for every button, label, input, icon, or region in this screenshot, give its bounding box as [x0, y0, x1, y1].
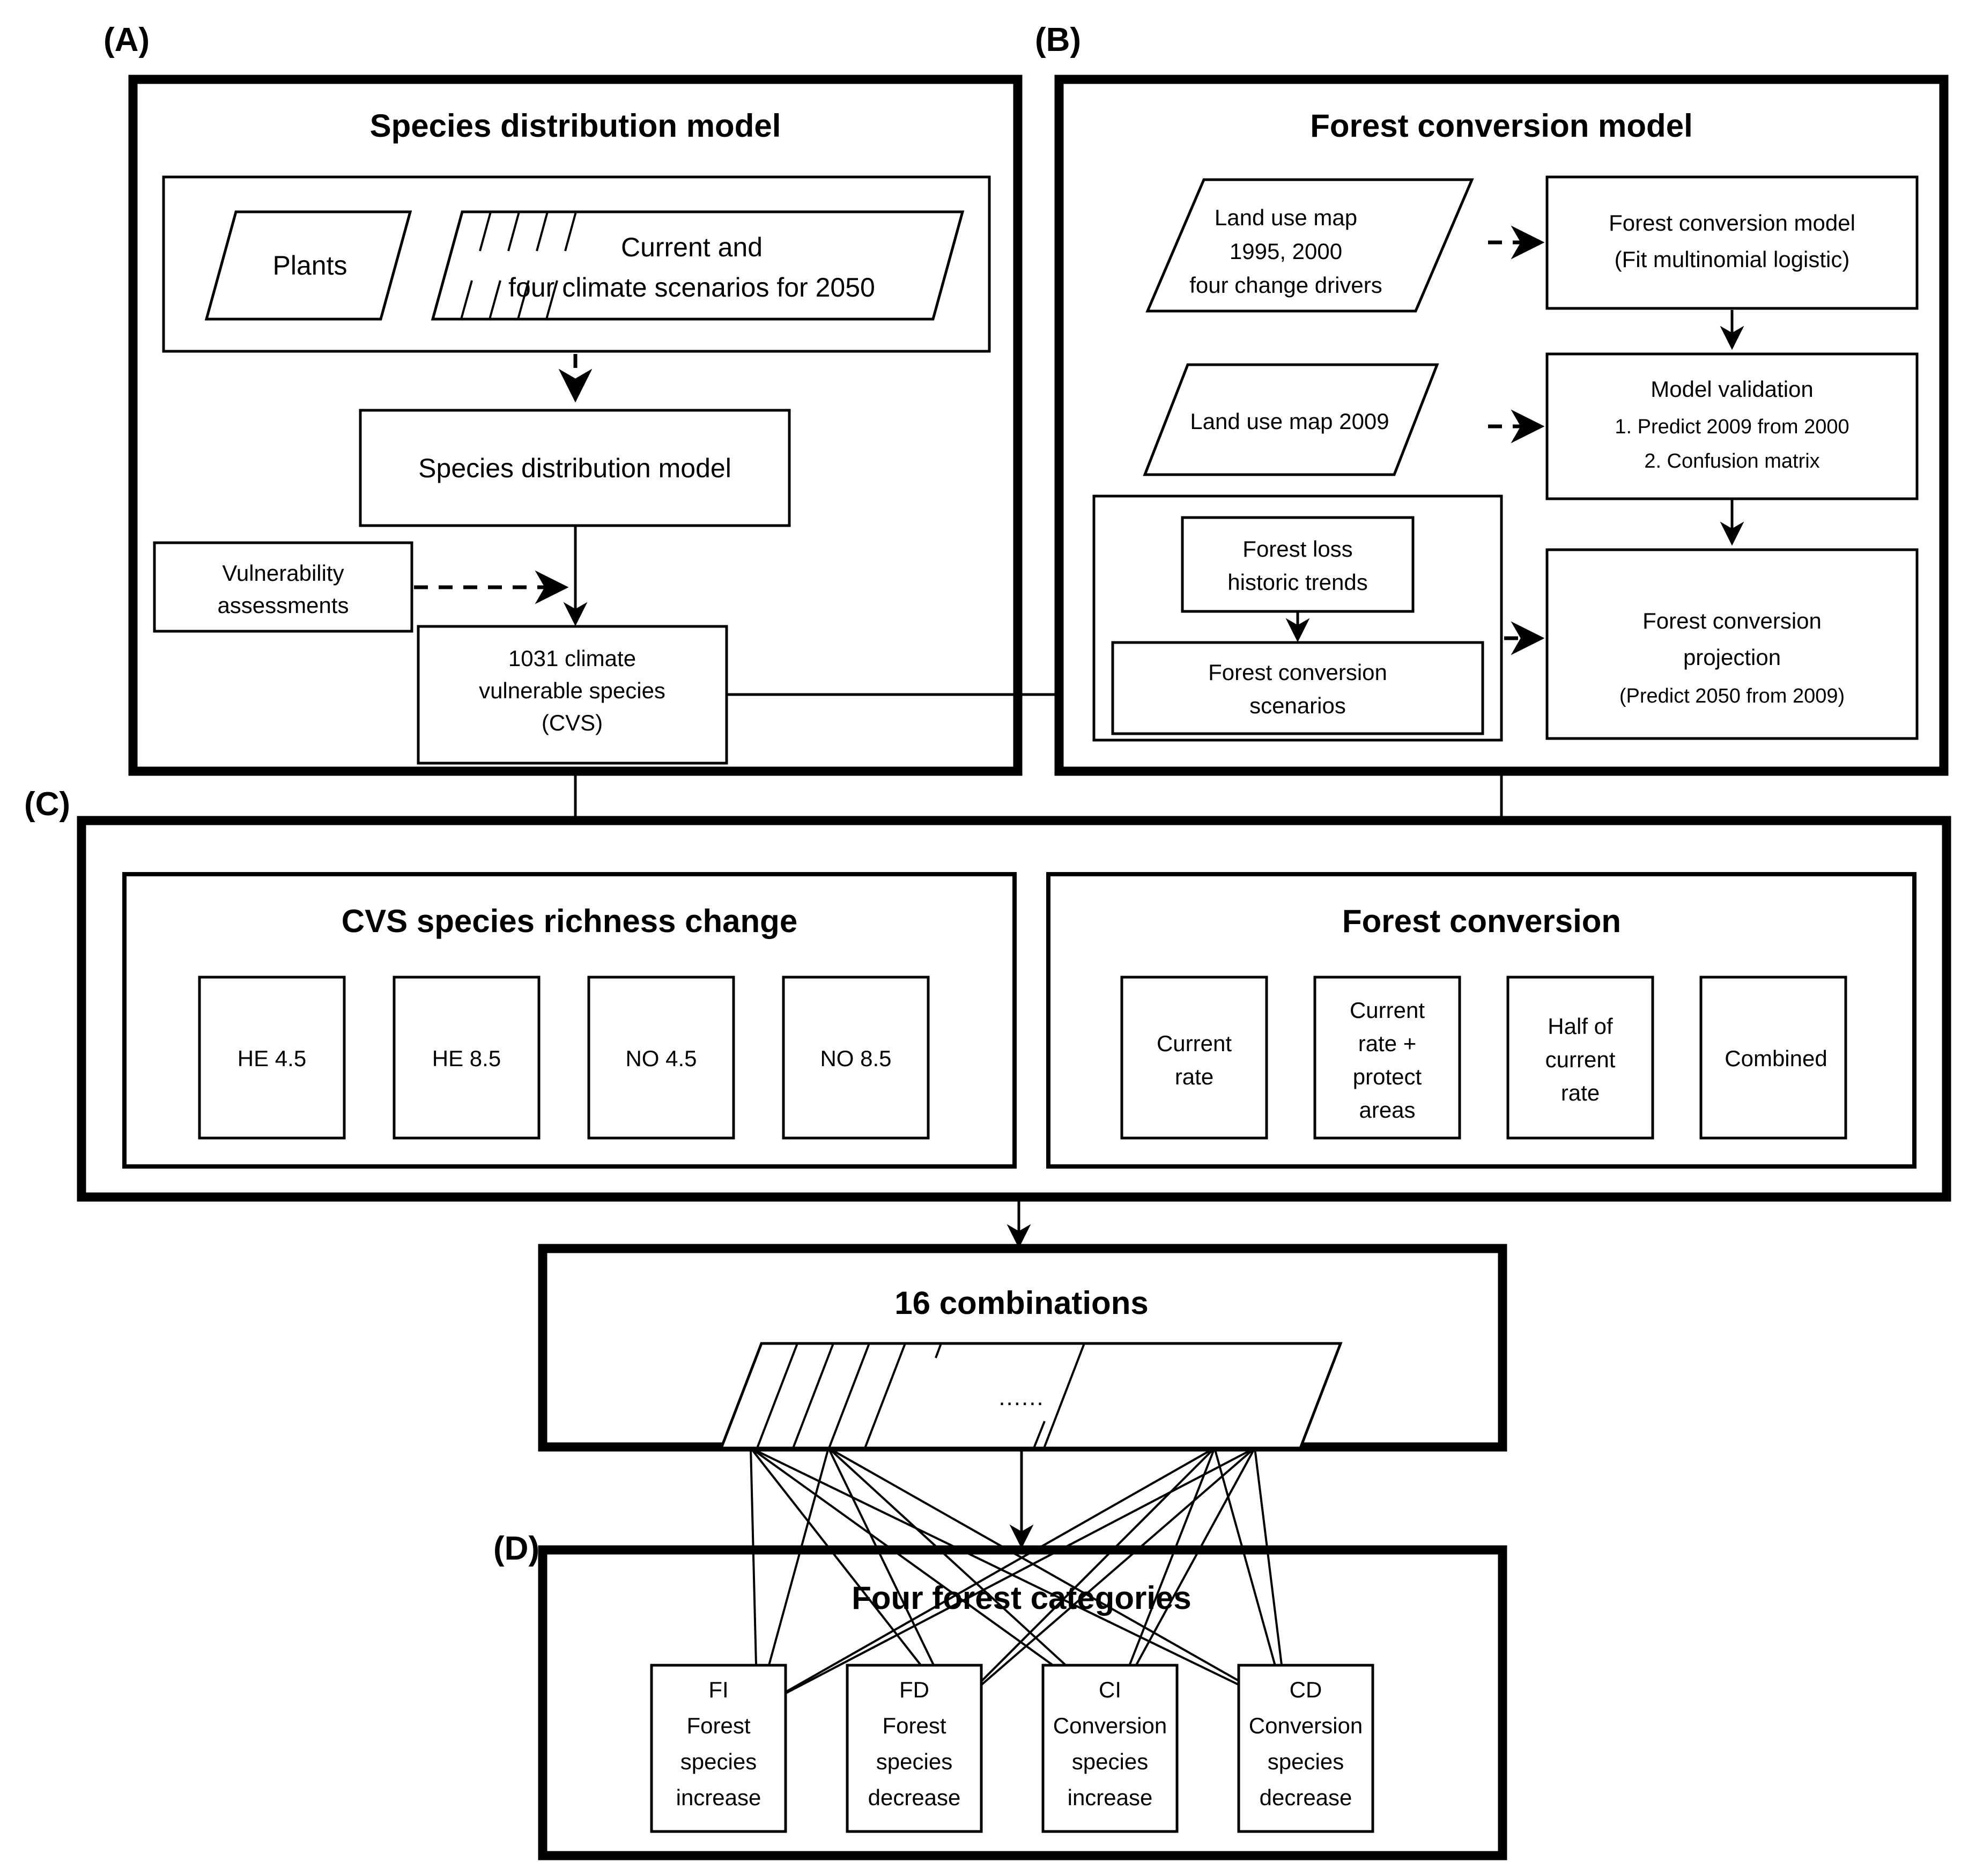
panel-label-d: (D) [493, 1530, 539, 1567]
category-line: Conversion [1249, 1713, 1363, 1738]
category-line: species [680, 1749, 757, 1774]
combinations-title: 16 combinations [894, 1285, 1148, 1321]
fc-item-line: rate + [1358, 1031, 1417, 1056]
fc-item-line: areas [1359, 1097, 1415, 1122]
landuse1-line2: 1995, 2000 [1230, 239, 1342, 264]
category-line: species [876, 1749, 952, 1774]
panel-d-border [538, 1545, 1507, 1860]
projection-line1: Forest conversion [1642, 608, 1822, 633]
category-line: increase [1068, 1785, 1153, 1810]
climate-scenarios-line1: Current and [621, 232, 763, 262]
category-line: species [1268, 1749, 1344, 1774]
cvs-item-box[interactable] [587, 976, 735, 1140]
cvs-item-label: HE 4.5 [238, 1046, 306, 1071]
category-line: decrease [868, 1785, 961, 1810]
category-box[interactable] [1041, 1664, 1179, 1833]
forest-conversion-group-title: Forest conversion [1342, 903, 1621, 939]
projection-line2: projection [1683, 645, 1781, 670]
fc-item-line: Half of [1548, 1014, 1613, 1039]
fc-item-line: rate [1561, 1080, 1600, 1105]
cvs-item-label: NO 4.5 [625, 1046, 697, 1071]
fc-item-box[interactable] [1313, 976, 1461, 1140]
cvs-item-box[interactable] [393, 976, 541, 1140]
forest-conversion-projection-node [1545, 548, 1919, 740]
category-line: Conversion [1053, 1713, 1167, 1738]
forest-conversion-scenarios-node [1111, 641, 1484, 735]
landuse-1995-parallelogram [1145, 178, 1474, 313]
panel-label-c: (C) [24, 786, 70, 823]
fc-item-line: protect [1353, 1064, 1422, 1089]
validation-line1: Model validation [1651, 376, 1814, 402]
cvs-item-label: NO 8.5 [820, 1046, 891, 1071]
cvs-richness-items: HE 4.5 HE 8.5 NO 4.5 NO 8.5 [198, 976, 930, 1140]
category-code: FD [899, 1677, 929, 1702]
vulnerability-assessments-node [153, 541, 413, 633]
fc-item-line: Combined [1725, 1046, 1827, 1071]
forest-categories: FI Forest species increase FD Forest spe… [650, 1664, 1374, 1833]
sdm-label: Species distribution model [418, 453, 731, 483]
category-code: CD [1290, 1677, 1322, 1702]
panel-b-title: Forest conversion model [1310, 108, 1693, 144]
forest-loss-node [1181, 516, 1415, 613]
category-code: FI [708, 1677, 728, 1702]
fc-item-line: current [1545, 1047, 1616, 1072]
landuse1-line3: four change drivers [1189, 272, 1382, 298]
vuln-line2: assessments [217, 593, 349, 618]
fc-item-box[interactable] [1506, 976, 1654, 1140]
cvs-line1: 1031 climate [508, 646, 636, 671]
fanout-lines [750, 1447, 1288, 1709]
combinations-ellipsis: ...... [998, 1384, 1044, 1410]
projection-line3: (Predict 2050 from 2009) [1619, 685, 1845, 707]
forest-conversion-model-node [1545, 175, 1919, 310]
climate-scenarios-stack [431, 210, 965, 321]
category-box[interactable] [650, 1664, 787, 1833]
cvs-richness-title: CVS species richness change [342, 903, 797, 939]
species-distribution-model-node [359, 409, 791, 527]
landuse2-label: Land use map 2009 [1190, 409, 1389, 434]
category-line: species [1072, 1749, 1148, 1774]
category-box[interactable] [846, 1664, 983, 1833]
category-line: Forest [882, 1713, 946, 1738]
validation-line2: 1. Predict 2009 from 2000 [1615, 416, 1849, 438]
climate-scenarios-line2: four climate scenarios for 2050 [508, 272, 875, 302]
cvs-item-box[interactable] [198, 976, 346, 1140]
landuse-2009-parallelogram [1143, 363, 1439, 476]
cvs-item-box[interactable] [782, 976, 930, 1140]
loss-line2: historic trends [1227, 570, 1367, 595]
fcm-line2: (Fit multinomial logistic) [1615, 247, 1850, 272]
plants-parallelogram [204, 210, 412, 321]
fc-item-line: Current [1350, 998, 1425, 1023]
fcm-line1: Forest conversion model [1609, 210, 1855, 235]
panel-a-title: Species distribution model [370, 108, 781, 144]
category-code: CI [1099, 1677, 1121, 1702]
scenarios-line1: Forest conversion [1208, 660, 1387, 685]
model-validation-node [1545, 352, 1919, 500]
category-line: increase [676, 1785, 761, 1810]
forest-conversion-items: Current rate Current rate + protect area… [1120, 976, 1847, 1140]
panel-label-b: (B) [1035, 21, 1081, 58]
category-box[interactable] [1237, 1664, 1374, 1833]
cvs-line3: (CVS) [542, 710, 603, 735]
validation-line3: 2. Confusion matrix [1644, 450, 1819, 472]
scenarios-line2: scenarios [1249, 693, 1346, 718]
fc-item-box[interactable] [1120, 976, 1268, 1140]
plants-label: Plants [273, 250, 347, 280]
combinations-stack: ...... [719, 1342, 1343, 1450]
fc-item-line: rate [1175, 1064, 1213, 1089]
category-line: decrease [1260, 1785, 1352, 1810]
fc-item-line: Current [1157, 1031, 1232, 1056]
cvs-line2: vulnerable species [479, 678, 665, 703]
panel-label-a: (A) [103, 21, 150, 58]
landuse1-line1: Land use map [1215, 205, 1357, 230]
cvs-item-label: HE 8.5 [432, 1046, 501, 1071]
vuln-line1: Vulnerability [222, 560, 344, 586]
category-line: Forest [686, 1713, 750, 1738]
loss-line1: Forest loss [1242, 536, 1352, 562]
fc-item-box[interactable] [1699, 976, 1847, 1140]
panel-d-title: Four forest categories [852, 1580, 1192, 1616]
